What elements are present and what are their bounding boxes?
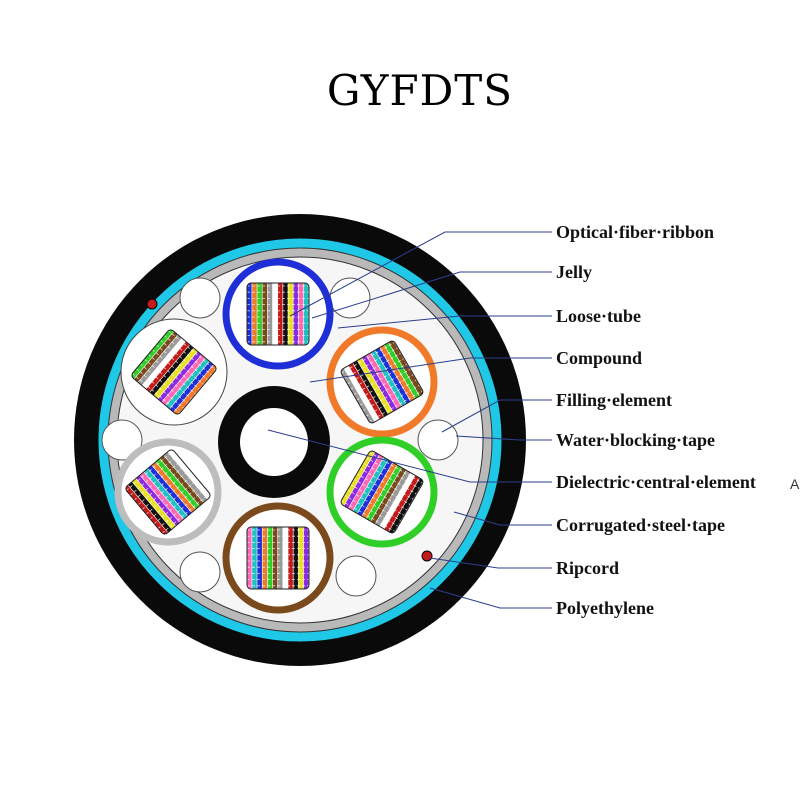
tube-gray-fiber-ribbon [124,448,212,536]
label-water-blocking-tape: Water·blocking·tape [556,430,715,450]
central-element-core [240,408,308,476]
tube-brown [222,502,334,614]
filling-elements [101,277,459,597]
label-loose-tube: Loose·tube [556,306,641,326]
label-dielectric-central-element: Dielectric·central·element [556,472,756,492]
leader-water-blocking-tape [455,435,552,441]
filling-element-4 [417,419,459,461]
tube-blue-fiber-ribbon [246,282,310,346]
leader-lines [267,231,552,609]
diagram-title: GYFDTS [326,66,514,115]
ripcord-bottom-right [421,550,433,562]
filling-element-6 [335,555,377,597]
leader-optical-fiber-ribbon [289,231,552,317]
leader-dielectric-central-element [267,429,552,483]
label-group: Optical·fiber·ribbonJellyLoose·tubeCompo… [556,222,756,618]
label-optical-fiber-ribbon: Optical·fiber·ribbon [556,222,714,242]
label-filling-element: Filling·element [556,390,672,410]
leader-polyethylene [429,587,552,609]
leader-corrugated-steel-tape [453,511,552,526]
filling-element-1 [179,277,221,319]
tube-orange-fiber-ribbon [339,339,425,425]
label-jelly: Jelly [556,262,592,282]
filling-element-5 [179,551,221,593]
tube-blue [222,258,334,370]
filling-element-3 [101,419,143,461]
loose-tubes [114,258,438,614]
tube-white [120,318,228,426]
leader-ripcord [429,557,552,569]
tube-gray [114,438,222,546]
leader-filling-element [441,399,552,433]
label-compound: Compound [556,348,642,368]
dielectric-central-element [218,386,330,498]
right-edge-mark: A [790,476,800,492]
label-ripcord: Ripcord [556,558,619,578]
leader-loose-tube [337,315,552,329]
leader-jelly [311,271,552,319]
ripcord-top-left [146,298,158,310]
tube-orange [326,326,438,438]
label-corrugated-steel-tape: Corrugated·steel·tape [556,515,725,535]
label-polyethylene: Polyethylene [556,598,654,618]
leader-compound [309,357,552,383]
tube-white-fiber-ribbon [130,328,218,416]
tube-green [326,436,438,548]
tube-white-outline [120,318,228,426]
tube-green-fiber-ribbon [339,449,425,535]
tube-brown-fiber-ribbon [246,526,310,590]
